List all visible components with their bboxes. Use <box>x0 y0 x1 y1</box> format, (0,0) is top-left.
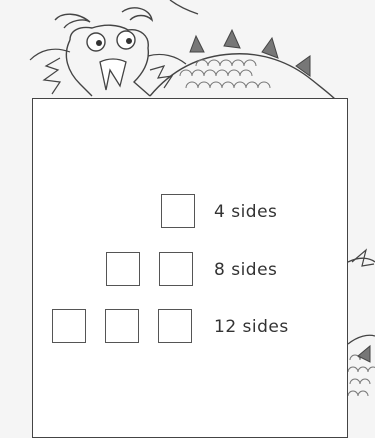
square-row2-2 <box>159 252 193 286</box>
square-row3-1 <box>52 309 86 343</box>
square-row1-1 <box>161 194 195 228</box>
square-row3-3 <box>158 309 192 343</box>
square-row3-2 <box>105 309 139 343</box>
row2-label: 8 sides <box>214 260 277 280</box>
row1-label: 4 sides <box>214 202 277 222</box>
row3-label: 12 sides <box>214 317 289 337</box>
square-row2-1 <box>106 252 140 286</box>
